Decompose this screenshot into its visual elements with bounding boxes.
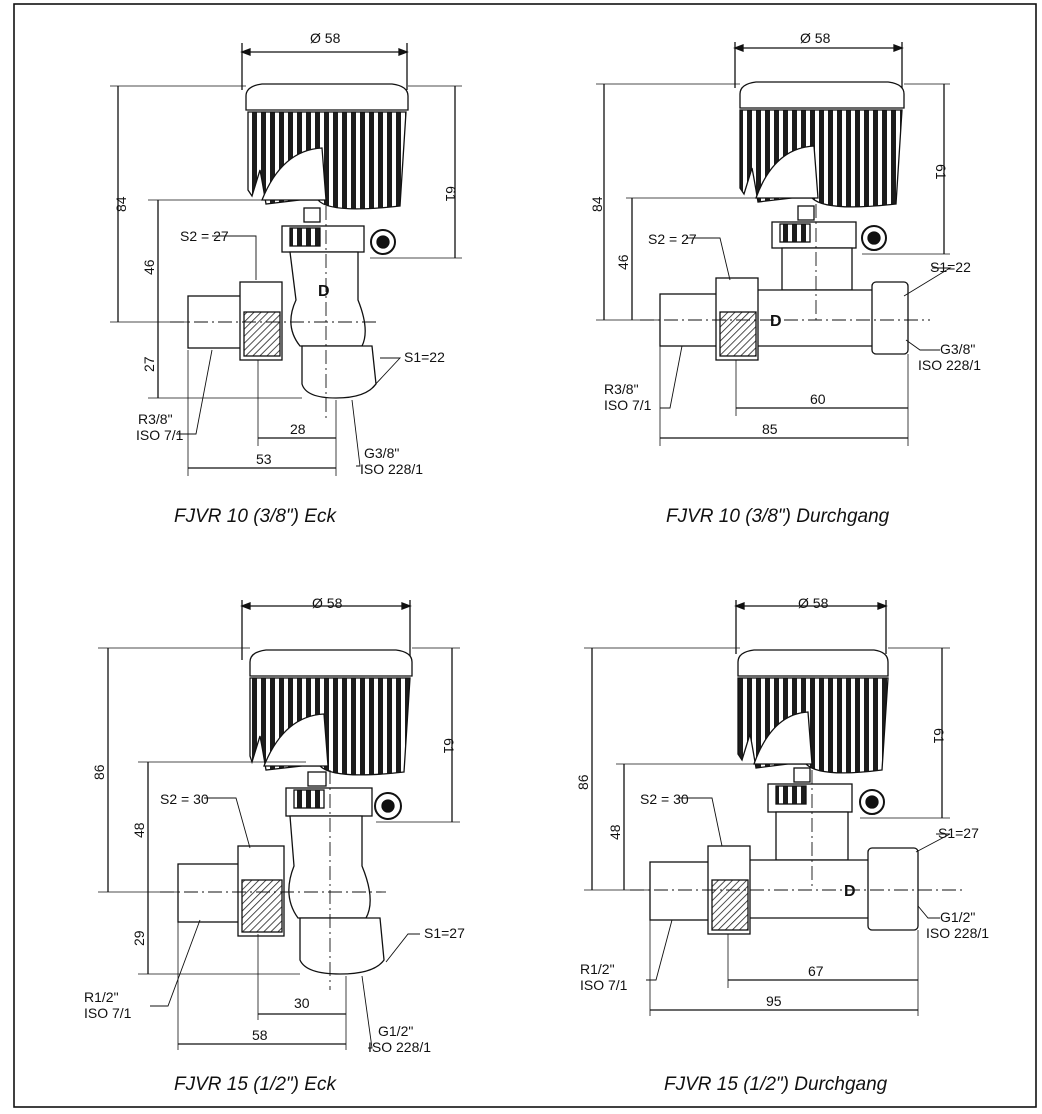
dim-low-height-bl: 29 xyxy=(131,930,147,946)
caption-fjvr15-eck: FJVR 15 (1/2") Eck xyxy=(174,1074,336,1095)
iso-r-tr: ISO 7/1 xyxy=(604,397,652,413)
iso-g-bl: ISO 228/1 xyxy=(368,1039,431,1055)
thread-r-tr: R3/8" xyxy=(604,381,639,397)
label-s1-bl: S1=27 xyxy=(424,925,465,941)
dim-total-height-tr: 84 xyxy=(589,196,605,212)
dim-knob-height-tr: 61 xyxy=(933,164,949,180)
sheet-border xyxy=(13,3,1037,1108)
dim-width-1-br: 67 xyxy=(808,963,824,979)
dim-diameter-br: Ø 58 xyxy=(798,595,829,611)
dim-mid-height-br: 48 xyxy=(607,824,623,840)
caption-fjvr10-eck: FJVR 10 (3/8") Eck xyxy=(174,506,336,527)
label-s1-br: S1=27 xyxy=(938,825,979,841)
iso-r-bl: ISO 7/1 xyxy=(84,1005,132,1021)
dim-diameter-tl: Ø 58 xyxy=(310,30,341,46)
dim-knob-height-bl: 61 xyxy=(441,738,457,754)
iso-g-br: ISO 228/1 xyxy=(926,925,989,941)
dims-tl: Ø 58 84 46 27 61 S2 = 27 S1=22 28 53 R3/… xyxy=(113,30,459,477)
thread-r-br: R1/2" xyxy=(580,961,615,977)
flow-label-br: D xyxy=(844,883,856,900)
dims-tr: Ø 58 84 46 61 S2 = 27 S1=22 60 85 R3/8" … xyxy=(589,30,981,437)
iso-r-br: ISO 7/1 xyxy=(580,977,628,993)
thread-g-bl: G1/2" xyxy=(378,1023,413,1039)
valve-drawing-tr xyxy=(596,42,952,446)
dim-width-2-br: 95 xyxy=(766,993,782,1009)
thread-r-bl: R1/2" xyxy=(84,989,119,1005)
caption-fjvr15-durchgang: FJVR 15 (1/2") Durchgang xyxy=(664,1074,888,1095)
dim-width-2-tr: 85 xyxy=(762,421,778,437)
iso-g-tr: ISO 228/1 xyxy=(918,357,981,373)
dim-mid-height-tl: 46 xyxy=(141,259,157,275)
dim-diameter-tr: Ø 58 xyxy=(800,30,831,46)
dim-knob-height-br: 61 xyxy=(931,728,947,744)
flow-label-tl: D xyxy=(318,283,330,300)
iso-r-tl: ISO 7/1 xyxy=(136,427,184,443)
thread-g-tl: G3/8" xyxy=(364,445,399,461)
caption-fjvr10-durchgang: FJVR 10 (3/8") Durchgang xyxy=(666,506,890,527)
dim-width-1-tl: 28 xyxy=(290,421,306,437)
dim-mid-height-tr: 46 xyxy=(615,254,631,270)
dim-width-1-tr: 60 xyxy=(810,391,826,407)
dims-br: Ø 58 86 48 61 S2 = 30 S1=27 67 95 R1/2" … xyxy=(575,595,989,1009)
dim-total-height-bl: 86 xyxy=(91,764,107,780)
valve-drawing-bl xyxy=(98,600,460,1050)
dim-width-2-tl: 53 xyxy=(256,451,272,467)
label-s1-tl: S1=22 xyxy=(404,349,445,365)
dim-low-height-tl: 27 xyxy=(141,356,157,372)
flow-label-tr: D xyxy=(770,313,782,330)
thread-g-tr: G3/8" xyxy=(940,341,975,357)
thread-r-tl: R3/8" xyxy=(138,411,173,427)
dim-width-1-bl: 30 xyxy=(294,995,310,1011)
dim-total-height-tl: 84 xyxy=(113,196,129,212)
thread-g-br: G1/2" xyxy=(940,909,975,925)
label-s2-bl: S2 = 30 xyxy=(160,791,209,807)
label-s2-tl: S2 = 27 xyxy=(180,228,229,244)
dim-total-height-br: 86 xyxy=(575,774,591,790)
label-s2-tr: S2 = 27 xyxy=(648,231,697,247)
valve-drawing-tl xyxy=(110,43,462,476)
dim-mid-height-bl: 48 xyxy=(131,822,147,838)
dim-diameter-bl: Ø 58 xyxy=(312,595,343,611)
dims-bl: Ø 58 86 48 29 61 S2 = 30 S1=27 30 58 R1/… xyxy=(84,595,465,1055)
label-s1-tr: S1=22 xyxy=(930,259,971,275)
dim-knob-height-tl: 61 xyxy=(443,186,459,202)
label-s2-br: S2 = 30 xyxy=(640,791,689,807)
iso-g-tl: ISO 228/1 xyxy=(360,461,423,477)
dim-width-2-bl: 58 xyxy=(252,1027,268,1043)
valve-drawing-br xyxy=(584,600,966,1016)
